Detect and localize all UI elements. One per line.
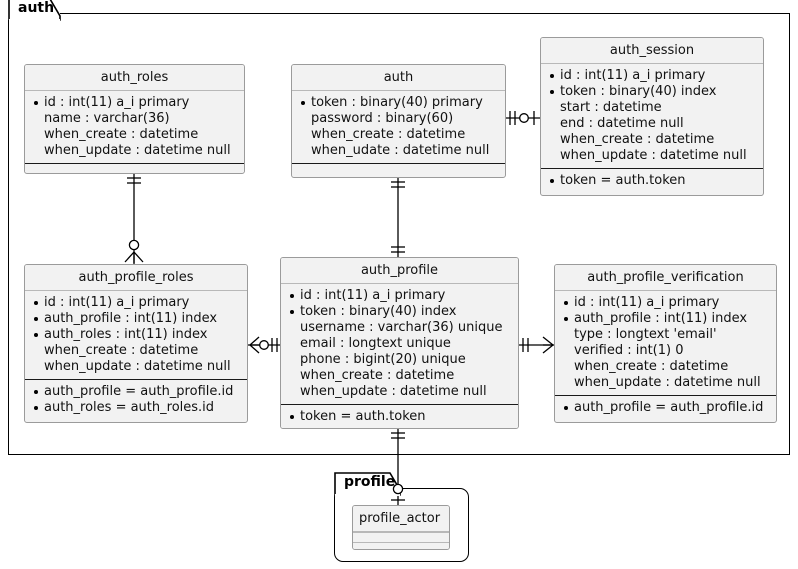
entity-auth[interactable]: auth token : binary(40) primary password… xyxy=(291,64,506,178)
entity-auth_roles[interactable]: auth_roles id : int(11) a_i primary name… xyxy=(24,64,245,174)
attribute: when_update : datetime null xyxy=(560,148,747,163)
attribute: id : int(11) a_i primary xyxy=(32,295,240,311)
package-auth-tab-shape xyxy=(8,0,61,21)
entity-auth_session-foreign-keys: token = auth.token xyxy=(541,168,763,193)
entity-auth_profile_verification-attributes: id : int(11) a_i primary auth_profile : … xyxy=(555,291,776,395)
attribute: when_create : datetime xyxy=(560,132,715,147)
foreign-key: auth_roles = auth_roles.id xyxy=(32,400,240,416)
entity-auth-attributes: token : binary(40) primary password : bi… xyxy=(292,91,505,163)
attribute: email : longtext unique xyxy=(300,336,451,351)
package-profile-label: profile xyxy=(344,474,396,490)
entity-auth_session-title: auth_session xyxy=(541,38,763,64)
package-profile-tab-shape xyxy=(334,472,401,496)
attribute: token : binary(40) primary xyxy=(299,95,498,111)
entity-profile_actor[interactable]: profile_actor xyxy=(352,505,450,550)
entity-auth_profile-title: auth_profile xyxy=(281,258,518,284)
attribute: auth_profile : int(11) index xyxy=(32,311,240,327)
foreign-key: auth_profile = auth_profile.id xyxy=(562,400,769,416)
attribute: when_create : datetime xyxy=(311,127,466,142)
attribute: id : int(11) a_i primary xyxy=(32,95,237,111)
attribute: token : binary(40) index xyxy=(548,84,756,100)
attribute: token : binary(40) index xyxy=(288,304,511,320)
entity-auth_profile_roles-title: auth_profile_roles xyxy=(25,265,247,291)
attribute: end : datetime null xyxy=(560,116,684,131)
entity-auth_profile_roles-attributes: id : int(11) a_i primary auth_profile : … xyxy=(25,291,247,379)
attribute: when_udate : datetime null xyxy=(311,143,490,158)
entity-auth_roles-foreign-keys xyxy=(25,163,244,172)
entity-auth_session[interactable]: auth_session id : int(11) a_i primary to… xyxy=(540,37,764,196)
entity-auth_profile_roles-foreign-keys: auth_profile = auth_profile.id auth_role… xyxy=(25,379,247,420)
attribute: when_create : datetime xyxy=(44,343,199,358)
entity-auth_profile[interactable]: auth_profile id : int(11) a_i primary to… xyxy=(280,257,519,429)
package-auth-tab[interactable]: auth xyxy=(8,0,61,21)
entity-auth_profile_verification-title: auth_profile_verification xyxy=(555,265,776,291)
attribute: type : longtext 'email' xyxy=(574,327,717,342)
package-profile-tab[interactable]: profile xyxy=(334,468,402,496)
entity-auth_profile_verification[interactable]: auth_profile_verification id : int(11) a… xyxy=(554,264,777,423)
entity-auth_roles-title: auth_roles xyxy=(25,65,244,91)
attribute: verified : int(1) 0 xyxy=(574,343,684,358)
attribute: when_create : datetime xyxy=(300,368,455,383)
attribute: name : varchar(36) xyxy=(44,111,170,126)
entity-auth-foreign-keys xyxy=(292,163,505,172)
attribute: id : int(11) a_i primary xyxy=(288,288,511,304)
attribute: phone : bigint(20) unique xyxy=(300,352,466,367)
attribute: when_create : datetime xyxy=(44,127,199,142)
attribute: when_update : datetime null xyxy=(574,375,761,390)
attribute: auth_profile : int(11) index xyxy=(562,311,769,327)
foreign-key: token = auth.token xyxy=(548,173,756,189)
attribute: id : int(11) a_i primary xyxy=(562,295,769,311)
foreign-key: auth_profile = auth_profile.id xyxy=(32,384,240,400)
attribute: id : int(11) a_i primary xyxy=(548,68,756,84)
package-auth-label: auth xyxy=(18,0,55,16)
attribute: auth_roles : int(11) index xyxy=(32,327,240,343)
entity-profile_actor-attributes xyxy=(353,532,449,542)
entity-profile_actor-title: profile_actor xyxy=(353,506,449,532)
entity-profile_actor-foreign-keys xyxy=(353,542,449,549)
attribute: when_create : datetime xyxy=(574,359,729,374)
foreign-key: token = auth.token xyxy=(288,409,511,425)
entity-auth_profile_verification-foreign-keys: auth_profile = auth_profile.id xyxy=(555,395,776,420)
attribute: when_update : datetime null xyxy=(300,384,487,399)
attribute: when_update : datetime null xyxy=(44,143,231,158)
entity-auth_session-attributes: id : int(11) a_i primary token : binary(… xyxy=(541,64,763,168)
entity-auth_roles-attributes: id : int(11) a_i primary name : varchar(… xyxy=(25,91,244,163)
entity-auth_profile_roles[interactable]: auth_profile_roles id : int(11) a_i prim… xyxy=(24,264,248,423)
entity-auth_profile-attributes: id : int(11) a_i primary token : binary(… xyxy=(281,284,518,404)
attribute: when_update : datetime null xyxy=(44,359,231,374)
attribute: username : varchar(36) unique xyxy=(300,320,503,335)
attribute: password : binary(60) xyxy=(311,111,454,126)
entity-auth-title: auth xyxy=(292,65,505,91)
entity-auth_profile-foreign-keys: token = auth.token xyxy=(281,404,518,428)
attribute: start : datetime xyxy=(560,100,662,115)
